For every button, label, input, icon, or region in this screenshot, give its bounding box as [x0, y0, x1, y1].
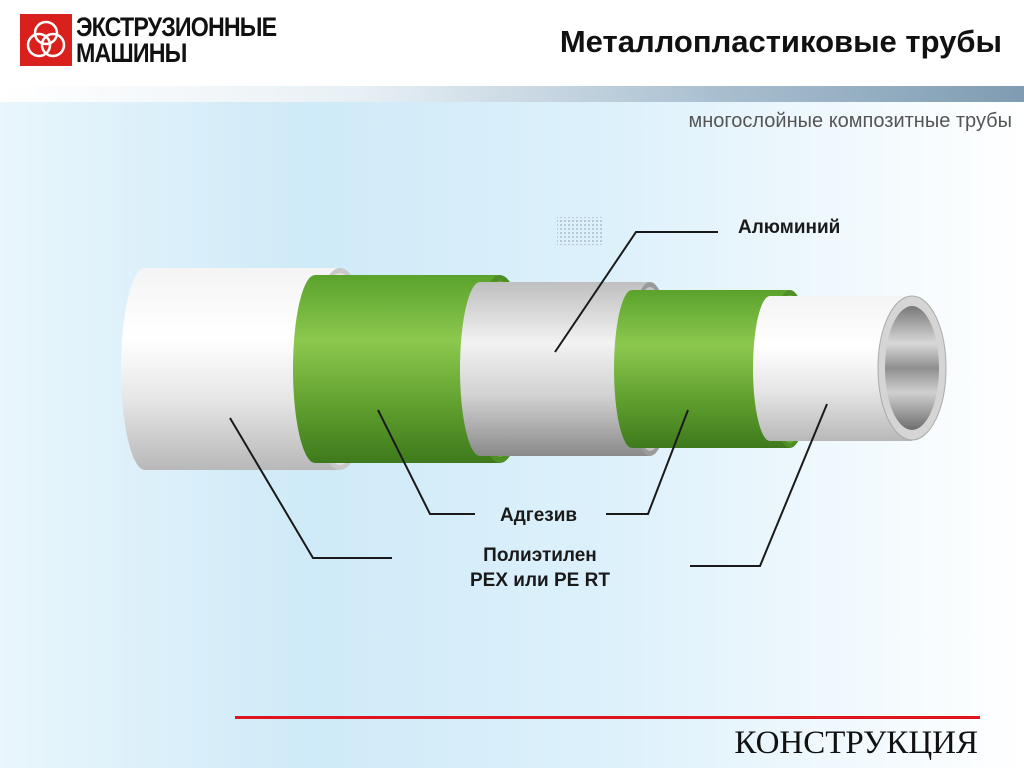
page-title: Металлопластиковые трубы	[559, 24, 1002, 59]
leader-pe-outer	[229, 417, 392, 559]
label-pe-line1: Полиэтилен	[483, 545, 597, 566]
label-adhesive: Адгезив	[500, 505, 578, 526]
layer-inner-pe	[753, 295, 947, 441]
logo-circles-icon	[26, 20, 66, 58]
label-aluminum: Алюминий	[738, 217, 841, 238]
header: ЭКСТРУЗИОННЫЕ МАШИНЫ Металлопластиковые …	[0, 0, 1024, 86]
leader-aluminum	[554, 231, 718, 353]
header-gradient-bar	[0, 86, 1024, 102]
logo-line2: МАШИНЫ	[76, 38, 187, 68]
logo-line1: ЭКСТРУЗИОННЫЕ	[76, 12, 277, 42]
page-subtitle: многослойные композитные трубы	[688, 110, 1012, 132]
logo-mark	[20, 14, 72, 66]
dot-pattern	[557, 217, 602, 245]
leader-lines	[229, 231, 828, 567]
footer-divider	[235, 716, 980, 719]
leader-adhesive-inner	[606, 409, 689, 515]
logo: ЭКСТРУЗИОННЫЕ МАШИНЫ	[20, 14, 290, 70]
leader-adhesive-outer	[377, 409, 475, 515]
label-pe-line2: PEX или PE RT	[470, 570, 610, 591]
logo-text: ЭКСТРУЗИОННЫЕ МАШИНЫ	[76, 12, 296, 68]
label-polyethylene: Полиэтилен PEX или PE RT	[470, 543, 610, 593]
footer-caption: КОНСТРУКЦИЯ	[734, 725, 978, 761]
leader-pe-inner	[690, 403, 828, 567]
